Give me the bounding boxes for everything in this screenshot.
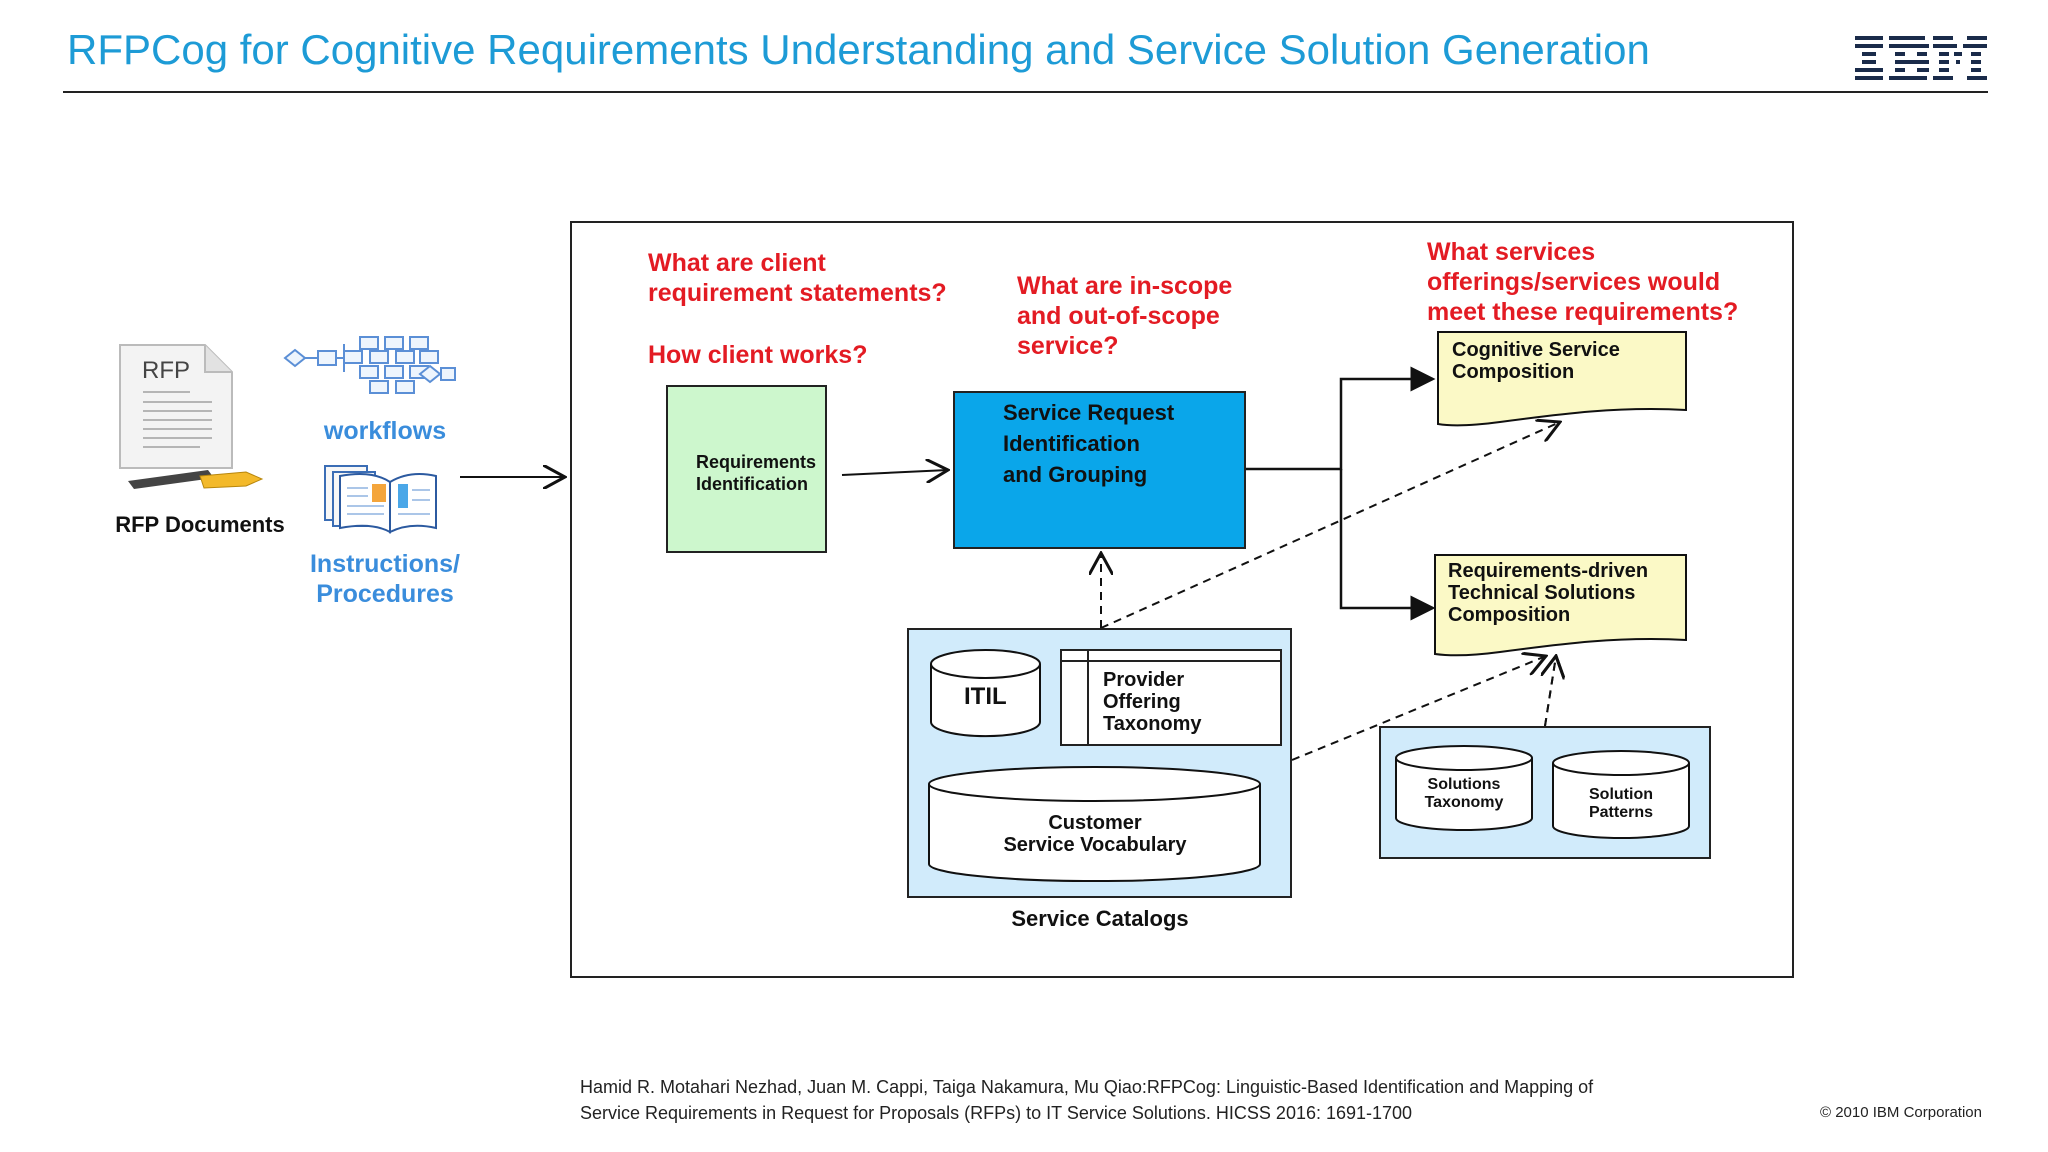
service-catalogs-label: Service Catalogs (1011, 906, 1189, 931)
workflows-label: workflows (323, 417, 447, 445)
service-to-cognitive-arrow (1246, 366, 1436, 471)
instructions-book-icon (324, 465, 437, 534)
rfp-documents-label: RFP Documents (115, 512, 285, 537)
instructions-procedures-label: Instructions/ Procedures (309, 550, 460, 608)
page-title: RFPCog for Cognitive Requirements Unders… (67, 26, 1650, 73)
rfp-document-icon (119, 344, 264, 489)
title-divider (63, 91, 1988, 93)
question-how-client-works: How client works? (648, 341, 868, 369)
copyright-notice: © 2010 IBM Corporation (1820, 1104, 1982, 1121)
service-to-technical-arrow (1339, 469, 1436, 621)
rfp-icon-text: RFP (142, 357, 190, 384)
itil-label: ITIL (964, 683, 1007, 710)
provider-offering-taxonomy-box (1060, 649, 1282, 746)
solutions-to-technical-dashed-arrow (1545, 656, 1556, 727)
citation-footer: Hamid R. Motahari Nezhad, Juan M. Cappi,… (580, 1077, 1594, 1123)
workflow-diagram-icon (283, 336, 456, 394)
catalog-to-technical-dashed-arrow (1291, 656, 1546, 761)
cognitive-composition-shape (1437, 331, 1687, 427)
req-to-service-arrow (841, 470, 948, 475)
main-diagram-frame (570, 221, 1794, 978)
ibm-logo-icon (1855, 36, 1987, 80)
requirements-identification-box (666, 385, 827, 553)
technical-composition-shape (1434, 554, 1687, 657)
service-request-grouping-box (953, 391, 1246, 549)
